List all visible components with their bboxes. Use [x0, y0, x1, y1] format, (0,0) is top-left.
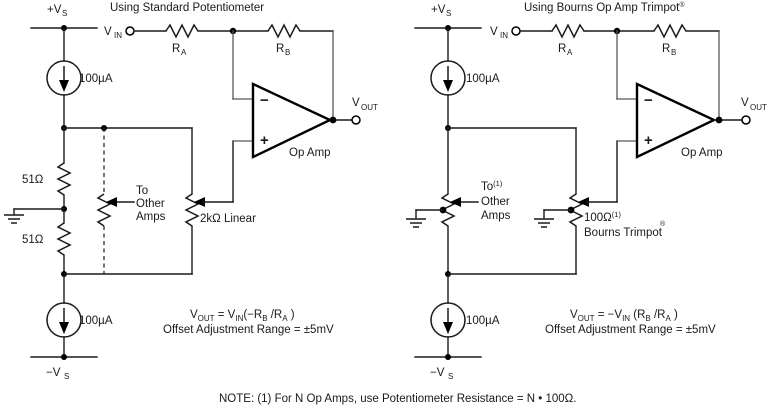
left-isrc-top-label: 100µA — [79, 73, 113, 85]
left-resistor-51-bottom — [56, 222, 72, 256]
right-vin-label-sub: IN — [500, 31, 508, 40]
left-vin-label-sub: IN — [114, 31, 122, 40]
left-r1-label: 51Ω — [22, 174, 44, 186]
left-ra-label-sub: A — [181, 48, 187, 57]
left-rb-label-sub: B — [285, 48, 290, 57]
right-vpos-label: +V — [431, 4, 446, 16]
left-vin-label: V — [104, 26, 112, 38]
left-r2-label: 51Ω — [22, 234, 44, 246]
left-isrc-top-arrowhead — [59, 80, 69, 92]
right-pot-brand-label: Bourns Trimpot — [584, 227, 663, 239]
right-rb-label-sub: B — [671, 48, 676, 57]
left-vin-terminal[interactable] — [125, 26, 135, 36]
right-vpos-label-sub: S — [446, 9, 451, 18]
figure-note: NOTE: (1) For N Op Amps, use Potentiomet… — [219, 393, 576, 405]
right-to-other-amps-line3: Amps — [481, 210, 511, 222]
right-resistor-ra — [551, 23, 585, 39]
right-ra-label-sub: A — [567, 48, 573, 57]
right-pot-brand-reg: ® — [660, 220, 666, 228]
right-equation-group: VOUT = −VIN (RB /RA ) Offset Adjustment … — [545, 309, 716, 336]
left-eq-line2: Offset Adjustment Range = ±5mV — [163, 324, 334, 336]
left-vout-label: V — [352, 97, 360, 109]
right-opamp-minus-sign: − — [644, 92, 653, 109]
right-vin-label: V — [490, 26, 498, 38]
left-to-other-amps-line1: To — [136, 185, 148, 197]
left-other-amps-wiper-arrow — [106, 197, 117, 207]
right-vneg-node — [445, 354, 451, 360]
right-vout-terminal[interactable] — [741, 115, 751, 125]
left-isrc-bot-arrowhead — [59, 322, 69, 334]
left-to-other-amps-line3: Amps — [136, 211, 166, 223]
left-to-other-amps-line2: Other — [136, 198, 165, 210]
right-resistor-rb — [653, 23, 687, 39]
right-isrc-bot-arrowhead — [443, 322, 453, 334]
left-opamp-minus-sign: − — [260, 92, 269, 109]
left-ra-label: R — [172, 43, 180, 55]
right-circuit: Using Bourns Op Amp Trimpot® +V S 100µA — [406, 1, 767, 381]
left-vneg-label: −V — [46, 367, 61, 379]
right-vin-terminal[interactable] — [511, 26, 521, 36]
left-vneg-label-sub: S — [64, 372, 69, 381]
right-opamp-label: Op Amp — [681, 147, 723, 159]
right-vout-label: V — [741, 97, 749, 109]
left-pot-value-label: 2kΩ Linear — [200, 213, 256, 225]
left-output-node — [329, 116, 337, 124]
left-resistor-ra — [165, 23, 199, 39]
right-to-other-amps-line1: To(1) — [481, 179, 503, 193]
left-circuit: Using Standard Potentiometer +V S 100µA … — [4, 2, 378, 381]
right-vneg-label-sub: S — [448, 372, 453, 381]
left-op-amp — [251, 82, 333, 159]
left-vout-label-sub: OUT — [361, 103, 378, 112]
right-eq-line2: Offset Adjustment Range = ±5mV — [545, 324, 716, 336]
right-isrc-top-label: 100µA — [466, 73, 500, 85]
left-pot-wiper-arrow — [194, 197, 205, 207]
left-vneg-node — [61, 354, 67, 360]
right-opamp-plus-sign: + — [644, 132, 653, 149]
right-isrc-top-arrowhead — [443, 80, 453, 92]
left-pot-2k-element — [184, 193, 200, 227]
right-eq-line1: VOUT = −VIN (RB /RA ) — [570, 309, 678, 323]
right-vneg-label: −V — [430, 367, 445, 379]
right-other-amps-wiper-arrow — [450, 197, 461, 207]
left-opamp-label: Op Amp — [289, 147, 331, 159]
left-opamp-plus-sign: + — [260, 132, 269, 149]
right-isrc-bot-label: 100µA — [466, 315, 500, 327]
right-title: Using Bourns Op Amp Trimpot® — [524, 1, 685, 14]
left-rb-label: R — [276, 43, 284, 55]
right-output-node — [715, 116, 723, 124]
right-vout-label-sub: OUT — [750, 103, 767, 112]
left-pot-other-amps-element — [96, 193, 112, 227]
left-title: Using Standard Potentiometer — [110, 2, 264, 14]
left-eq-line1: VOUT = VIN(−RB /RA ) — [190, 309, 295, 323]
left-vpos-label: +V — [47, 4, 62, 16]
right-trimpot-wiper-arrow — [578, 197, 589, 207]
right-to-other-amps-line2: Other — [481, 196, 510, 208]
left-resistor-rb — [267, 23, 301, 39]
left-isrc-bot-label: 100µA — [79, 315, 113, 327]
right-rb-label: R — [662, 43, 670, 55]
right-op-amp — [635, 82, 717, 159]
left-vout-terminal[interactable] — [351, 115, 361, 125]
left-equation-group: VOUT = VIN(−RB /RA ) Offset Adjustment R… — [163, 309, 334, 336]
right-ra-label: R — [558, 43, 566, 55]
left-resistor-51-top — [56, 162, 72, 196]
right-pot-value-label: 100Ω(1) — [584, 210, 621, 224]
left-vpos-label-sub: S — [62, 9, 67, 18]
